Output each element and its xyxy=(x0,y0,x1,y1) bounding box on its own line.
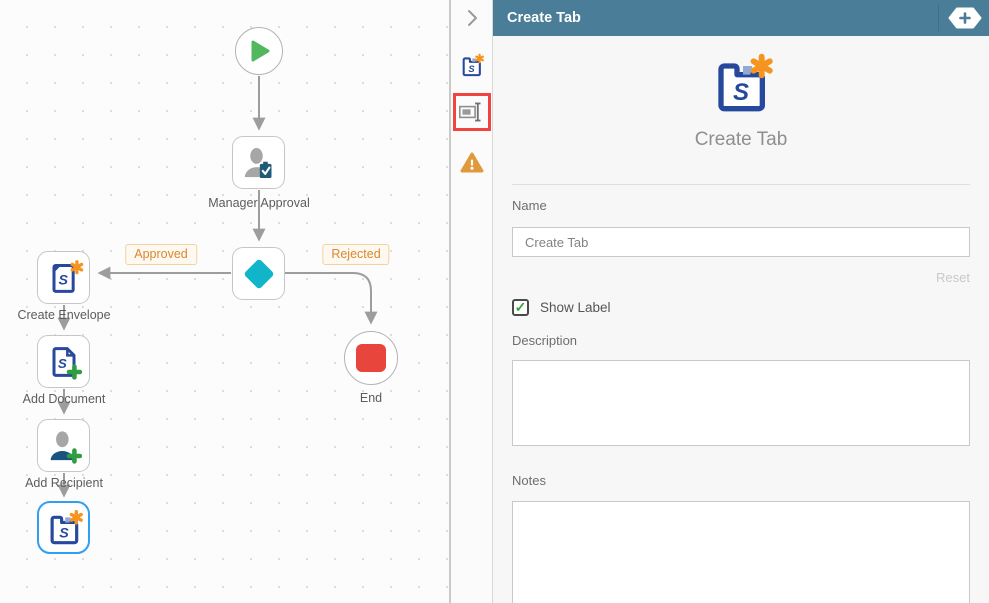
create-tab-icon: S xyxy=(462,53,484,76)
create-tab-node[interactable]: S xyxy=(37,501,90,554)
add-document-icon: S xyxy=(52,346,82,380)
tab-general[interactable]: S xyxy=(453,46,491,84)
svg-text:S: S xyxy=(733,79,749,106)
manager-approval-node[interactable] xyxy=(232,136,285,189)
add-recipient-node[interactable] xyxy=(37,419,90,472)
decision-node[interactable] xyxy=(232,247,285,300)
chevron-right-icon[interactable] xyxy=(461,7,483,29)
tab-rename[interactable] xyxy=(452,93,491,131)
step-title: Create Tab xyxy=(694,129,788,150)
notes-textarea[interactable] xyxy=(512,501,970,603)
create-tab-icon: S xyxy=(50,509,83,544)
header-divider xyxy=(938,5,939,31)
decision-diamond-icon xyxy=(244,259,273,288)
name-input[interactable] xyxy=(512,227,970,257)
start-node[interactable] xyxy=(235,27,283,75)
show-label-checkbox[interactable]: ✓ xyxy=(512,299,529,316)
notes-label: Notes xyxy=(512,473,546,488)
name-label: Name xyxy=(512,198,547,213)
workflow-connectors xyxy=(57,76,378,498)
create-envelope-icon: S xyxy=(52,259,83,293)
description-label: Description xyxy=(512,333,578,348)
node-label: Create Envelope xyxy=(17,308,111,322)
panel-main: Create Tab xyxy=(493,0,989,603)
add-recipient-icon xyxy=(50,430,82,464)
rename-icon xyxy=(458,102,481,122)
create-tab-icon: S xyxy=(718,53,773,112)
workflow-canvas[interactable]: Manager Approval Approved Rejected End S xyxy=(0,0,449,603)
properties-panel: S xyxy=(449,0,989,603)
panel-header: Create Tab xyxy=(493,0,989,36)
svg-text:S: S xyxy=(58,272,68,288)
panel-tabstrip: S xyxy=(449,0,493,603)
create-envelope-node[interactable]: S xyxy=(37,251,90,304)
show-label-label: Show Label xyxy=(540,300,611,315)
node-label: Add Recipient xyxy=(25,476,103,490)
check-icon: ✓ xyxy=(514,299,527,315)
user-task-icon xyxy=(244,147,271,178)
play-icon xyxy=(251,40,270,62)
warning-icon xyxy=(460,152,483,173)
reset-link[interactable]: Reset xyxy=(936,270,970,285)
description-textarea[interactable] xyxy=(512,360,970,446)
svg-text:S: S xyxy=(468,63,475,73)
end-node[interactable] xyxy=(344,331,398,385)
edge-label-approved: Approved xyxy=(125,244,197,265)
node-label: Add Document xyxy=(22,392,106,406)
svg-text:S: S xyxy=(59,525,69,541)
node-label: End xyxy=(359,391,383,405)
divider xyxy=(512,184,970,185)
tab-warnings[interactable] xyxy=(453,144,491,182)
svg-text:S: S xyxy=(57,355,66,370)
panel-title: Create Tab xyxy=(507,10,581,26)
stop-icon xyxy=(356,344,386,372)
add-plus-icon[interactable] xyxy=(948,7,982,29)
node-label: Manager Approval xyxy=(208,196,310,210)
add-document-node[interactable]: S xyxy=(37,335,90,388)
edge-label-rejected: Rejected xyxy=(322,244,390,265)
panel-body: S Create Tab Name Reset xyxy=(493,36,989,603)
